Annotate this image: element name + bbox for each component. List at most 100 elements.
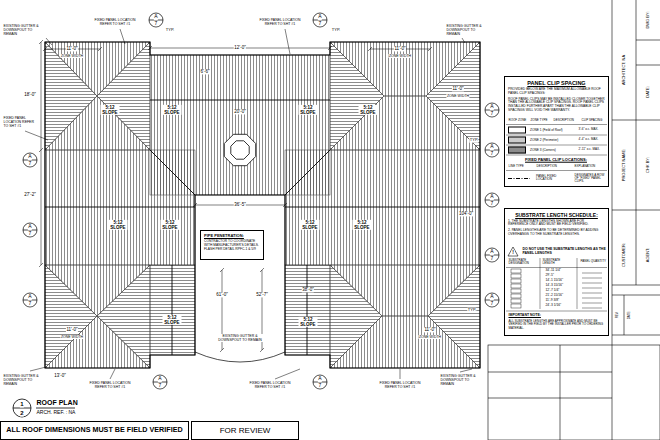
view-symbol xyxy=(13,399,31,417)
table-header: SUBSTRATE DESIGNATION xyxy=(508,259,539,266)
dimension-line xyxy=(39,40,432,352)
typical-note: TYP. xyxy=(165,28,174,33)
ridge-line xyxy=(285,207,480,208)
dimension-line xyxy=(220,268,224,272)
title-block-rule xyxy=(612,285,660,286)
legend-item: ZONE 1 (Field of Roof) xyxy=(508,127,563,134)
dimension: 38'-0" xyxy=(302,287,314,292)
title-block-rule xyxy=(612,210,660,211)
slope-label: 5:12 SLOPE xyxy=(299,105,318,115)
ridge-line xyxy=(150,100,330,101)
note: FIXED PANEL LOCATION REFER TO SHT #1 xyxy=(3,116,39,128)
section-marker xyxy=(485,193,499,207)
schedule-cell xyxy=(511,289,521,293)
note: EXISTING GUTTER & DOWNSPOUT TO REMAIN xyxy=(3,374,44,386)
section-marker xyxy=(23,223,37,237)
title-block-rule xyxy=(612,0,613,440)
table-title: FIXED PANEL CLIP LOCATIONS: xyxy=(525,158,588,163)
schedule-cell xyxy=(582,303,602,304)
substrate-length: 14'-1 15/16" xyxy=(545,279,564,283)
slope-label: 5:12 SLOPE xyxy=(301,220,320,230)
title-block-rule xyxy=(636,65,660,66)
warning-mark: ! xyxy=(512,250,515,256)
section-letter: A xyxy=(490,294,494,300)
leader-line xyxy=(120,29,125,44)
section-marker xyxy=(485,143,499,157)
roof-panel xyxy=(150,265,195,355)
roof-panel xyxy=(285,265,330,355)
section-letter: A xyxy=(318,376,322,382)
roof-panel xyxy=(97,42,150,150)
skylight xyxy=(224,134,255,165)
schedule-cell xyxy=(582,278,602,279)
clip-spacing: 4'-4" o.c. MAX. xyxy=(578,138,599,141)
typical-note: TYP. xyxy=(331,28,340,33)
dimension-line xyxy=(98,47,102,51)
schedule-cell xyxy=(511,299,521,303)
table-rule xyxy=(506,145,607,146)
slope-label: 5:12 SLOPE xyxy=(299,317,318,327)
note: FIXED PANEL LOCATION REFER TO SHT #1 xyxy=(377,381,423,389)
leader-line xyxy=(275,369,300,379)
section-sheet: 7 xyxy=(154,21,158,27)
reference: ARCH. REF. : NA xyxy=(36,410,76,416)
roof-panel xyxy=(97,265,150,368)
gutter-arc xyxy=(195,352,285,362)
schedule-cell xyxy=(511,269,602,308)
schedule-cell xyxy=(511,279,521,283)
slope-label: 5:12 SLOPE xyxy=(359,105,378,115)
note: EXISTING GUTTER & DOWNSPOUT TO REMAIN xyxy=(3,24,44,36)
dimension-line xyxy=(220,348,224,352)
section-letter: A xyxy=(490,144,494,150)
dimension-line xyxy=(39,40,43,44)
zone-width: ZONE WIDTH xyxy=(60,54,83,58)
dimension: 36'-5" xyxy=(234,202,246,207)
section-sheet: 7 xyxy=(318,21,322,27)
dimension-line xyxy=(260,268,264,272)
roof-outline xyxy=(45,42,480,368)
note: FIXED PANEL LOCATION REFER TO SHT #1 xyxy=(87,381,133,389)
section-sheet: 7 xyxy=(490,111,494,117)
dimension-line xyxy=(428,47,432,51)
section-marker xyxy=(153,375,167,389)
roof-panel xyxy=(330,42,384,150)
section-marker xyxy=(23,153,37,167)
title-block-rule xyxy=(560,345,561,440)
ridge-line xyxy=(150,150,195,195)
title-field: DWG BY: xyxy=(646,11,651,29)
table-header: EXPLANATION xyxy=(574,165,596,168)
leader-line xyxy=(110,369,115,379)
section-sheet: 7 xyxy=(490,256,494,262)
roof-panel xyxy=(426,42,480,150)
legend-swatch xyxy=(508,147,526,154)
dimension-line xyxy=(193,203,197,207)
dimension-line xyxy=(41,42,42,265)
section-marker xyxy=(485,103,499,117)
title-block-rule xyxy=(488,398,612,399)
section-marker xyxy=(23,13,499,389)
note: FIXED PANEL LOCATION REFER TO SHT #1 xyxy=(90,18,141,26)
legend-swatch xyxy=(508,127,526,134)
revision-field: DATE: xyxy=(628,310,631,320)
view-number: 1 xyxy=(20,401,24,408)
title-field: AGENT: xyxy=(646,247,651,262)
section-letter: A xyxy=(490,194,494,200)
dimension: 11'-0" xyxy=(424,327,436,332)
ridge-line xyxy=(285,150,330,195)
section-marker xyxy=(313,375,327,389)
leader-line xyxy=(462,38,465,43)
note: EXISTING GUTTER & DOWNSPOUT TO REMAIN xyxy=(440,374,481,386)
note: FIXED PANEL LOCATION REFER TO SHT #1 xyxy=(255,18,306,26)
section-marker xyxy=(485,293,499,307)
sheet-number: 2 xyxy=(20,410,24,417)
leader-line xyxy=(46,38,52,45)
table-header: CLIP SPACING xyxy=(581,119,603,122)
box-text: 1. THE SUBSTRATE LENGTHS SHOWN ARE FOR R… xyxy=(508,220,605,228)
substrate-length: 12'-7 1/4" xyxy=(545,289,560,293)
legend-text: ZONE 3 (Corners) xyxy=(530,148,556,152)
skylight xyxy=(231,141,249,159)
title-block-rule xyxy=(488,0,660,440)
leader-line xyxy=(30,367,46,371)
substrate-length: 14'-3 15/16" xyxy=(545,284,564,288)
